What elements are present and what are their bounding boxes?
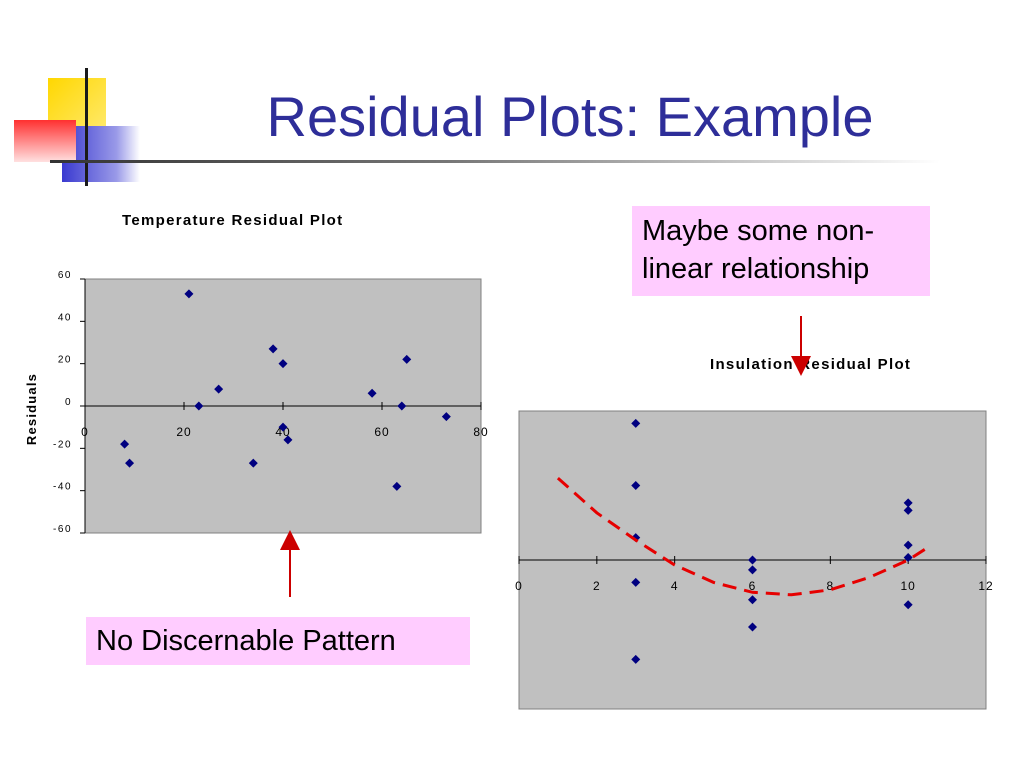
x-tick-label: 10 [900,579,915,593]
logo-vertical-line [85,68,88,186]
data-point [278,359,288,369]
chart-title-temperature: Temperature Residual Plot [122,212,344,229]
data-point [748,622,757,632]
x-tick-label: 2 [593,579,601,593]
data-point [903,600,913,610]
data-point [631,654,641,664]
y-tick-label: -20 [53,439,72,450]
data-point [184,289,194,299]
data-point [748,595,757,605]
x-tick-label: 0 [515,579,523,593]
data-point [268,344,278,354]
data-point [903,553,913,563]
data-point [631,577,641,587]
data-point [903,540,913,550]
data-point [392,481,402,491]
callout-nonlinear-line2: linear relationship [642,253,870,285]
data-point [367,388,377,398]
trend-curve [556,476,929,597]
x-tick-label: 60 [374,425,389,439]
callout-no-pattern: No Discernable Pattern [86,617,470,665]
data-point [194,401,204,411]
data-point [631,481,641,490]
y-tick-label: 0 [65,397,72,408]
callout-nonlinear: Maybe some non- linear relationship [632,206,930,296]
y-tick-label: 20 [58,355,72,366]
data-point [125,458,135,468]
data-point [748,555,757,565]
insulation-residual-chart: 0 2 4 6 8 10 12 [515,410,993,710]
callout-nonlinear-line1: Maybe some non- [642,215,875,247]
data-point [278,422,288,432]
data-point [214,384,224,394]
data-point [283,435,293,445]
x-tick-label: 4 [671,579,679,593]
data-point [903,505,913,515]
x-tick-label: 0 [81,425,89,439]
x-tick-label: 8 [826,579,834,593]
x-tick-label: 6 [749,579,757,593]
data-point [903,498,913,508]
y-tick-label: -60 [53,524,72,535]
y-tick-label: -40 [53,482,72,493]
data-point [402,354,412,364]
y-tick-label: 40 [58,312,72,323]
slide-title: Residual Plots: Example [266,85,874,148]
data-point [631,418,641,428]
data-point [441,412,451,422]
logo-red-block [14,120,76,162]
data-point [120,439,130,449]
callout-no-pattern-text: No Discernable Pattern [96,625,396,657]
data-point [248,458,258,468]
x-tick-label: 20 [176,425,191,439]
data-point [397,401,407,411]
title-divider [50,160,940,163]
y-tick-label: 60 [58,270,72,281]
y-axis-label: Residuals [24,373,39,445]
x-tick-label: 12 [978,579,993,593]
x-tick-label: 80 [473,425,488,439]
data-point [748,565,757,575]
